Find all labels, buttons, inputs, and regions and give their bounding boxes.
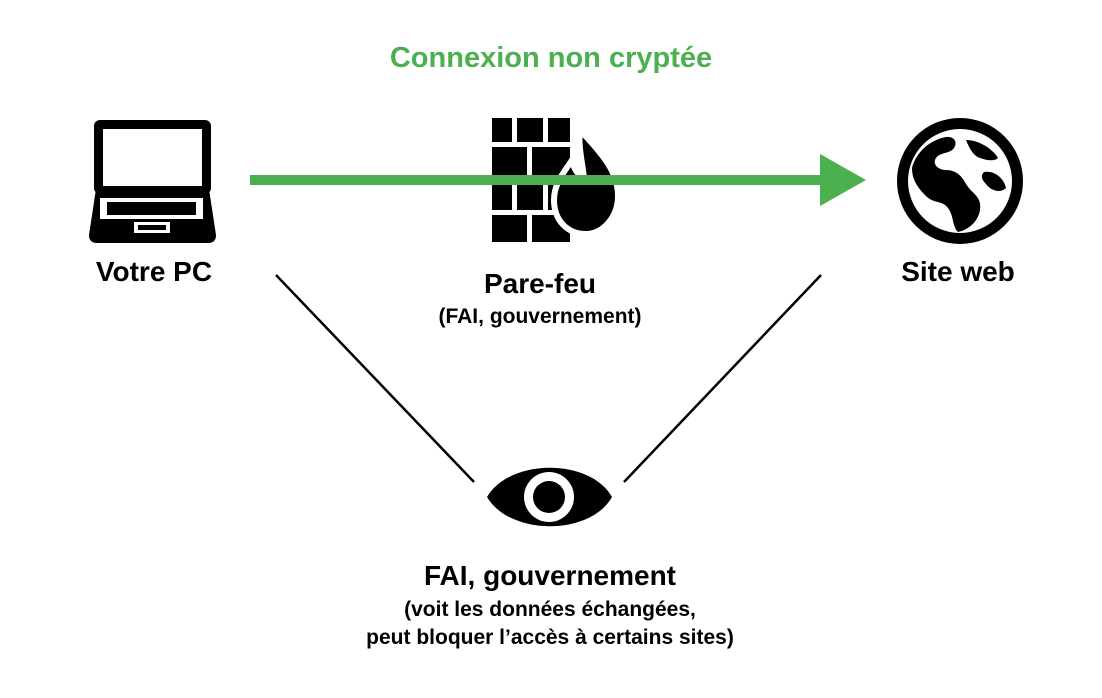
laptop-icon [89, 120, 216, 243]
pc-to-observer-line [275, 274, 475, 483]
observer-sublabel-line2: peut bloquer l’accès à certains sites) [366, 626, 734, 649]
observer-sublabel-line1: (voit les données échangées, [404, 598, 696, 621]
pc-label: Votre PC [95, 256, 213, 287]
firewall-sublabel: (FAI, gouvernement) [438, 305, 642, 328]
globe-icon [897, 118, 1023, 244]
website-label: Site web [901, 256, 1015, 287]
eye-icon [487, 467, 612, 527]
diagram-title: Connexion non cryptée [389, 42, 713, 74]
connection-arrow [250, 154, 866, 206]
firewall-label: Pare-feu [483, 268, 597, 299]
website-to-observer-line [623, 274, 822, 483]
observer-label: FAI, gouvernement [423, 560, 677, 591]
